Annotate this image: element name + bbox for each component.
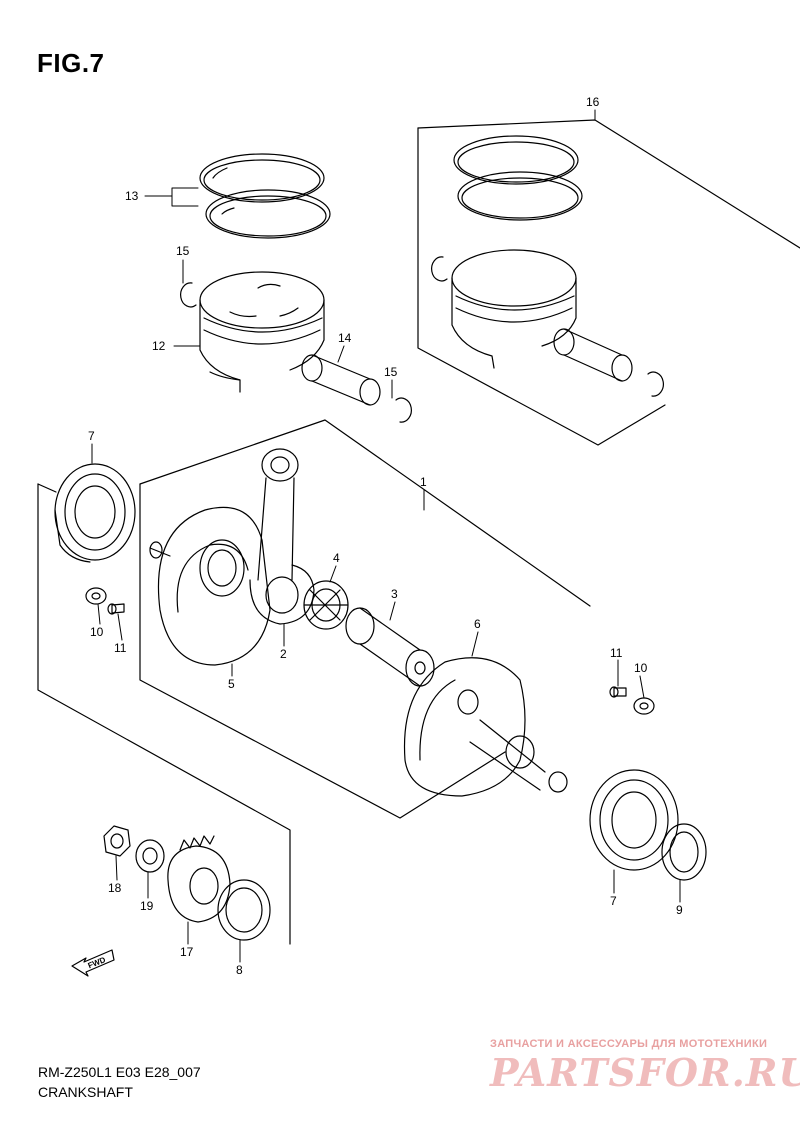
piston-set-assembly: [431, 135, 664, 397]
fwd-label: FWD: [87, 955, 107, 970]
figure-name: CRANKSHAFT: [38, 1084, 133, 1100]
callout-9: 9: [676, 903, 683, 917]
fwd-arrow-icon: [71, 949, 115, 977]
callout-1: 1: [420, 475, 427, 489]
callout-7: 7: [610, 894, 617, 908]
callout-14: 14: [338, 331, 352, 345]
crank-pin: [345, 607, 435, 687]
callout-13: 13: [125, 189, 139, 203]
callout-18: 18: [108, 881, 122, 895]
crankshaft-washer: [135, 839, 165, 873]
crankshaft-nut: [103, 825, 131, 857]
piston-pin-circlip: [180, 282, 412, 423]
crankshaft-assembly-box: [139, 419, 591, 819]
right-oil-seal: [661, 823, 707, 881]
callout-15: 15: [176, 244, 190, 258]
piston: [199, 271, 325, 393]
callout-5: 5: [228, 677, 235, 691]
connecting-rod: [249, 448, 315, 625]
right-crankshaft-bearing: [589, 769, 679, 871]
right-retainer-and-bolt: [609, 686, 655, 715]
callout-11: 11: [610, 646, 623, 660]
callout-6: 6: [474, 617, 481, 631]
figure-code: RM-Z250L1 E03 E28_007: [38, 1064, 201, 1080]
left-oil-seal: [217, 879, 271, 941]
callout-4: 4: [333, 551, 340, 565]
callout-labels: 16 13 15 12 14 15 7 1 4 3 6 10 11 2 5 11…: [87, 95, 683, 977]
watermark-tagline: ЗАПЧАСТИ И АКСЕССУАРЫ ДЛЯ МОТОТЕХНИКИ: [490, 1038, 768, 1050]
callout-11: 11: [114, 641, 127, 655]
callout-8: 8: [236, 963, 243, 977]
watermark-brand: PARTSFOR.RU: [490, 1050, 800, 1095]
piston-rings: [199, 153, 331, 239]
callout-12: 12: [152, 339, 166, 353]
callout-10: 10: [90, 625, 104, 639]
primary-drive-gear: [167, 835, 231, 923]
left-crank-web: [149, 506, 271, 666]
left-side-box: [37, 483, 291, 945]
callout-3: 3: [391, 587, 398, 601]
piston-pin: [301, 354, 381, 406]
callout-17: 17: [180, 945, 194, 959]
callout-16: 16: [586, 95, 600, 109]
needle-bearing: [303, 580, 349, 630]
callout-15: 15: [384, 365, 398, 379]
leader-lines: [91, 109, 681, 963]
left-crankshaft-bearing: [54, 463, 136, 563]
callout-7: 7: [88, 429, 95, 443]
callout-19: 19: [140, 899, 154, 913]
callout-2: 2: [280, 647, 287, 661]
right-crank-web: [403, 657, 568, 797]
figure-title: FIG.7: [37, 48, 105, 78]
callout-10: 10: [634, 661, 648, 675]
left-retainer-and-bolt: [85, 587, 125, 615]
piston-kit-box: [417, 119, 800, 446]
